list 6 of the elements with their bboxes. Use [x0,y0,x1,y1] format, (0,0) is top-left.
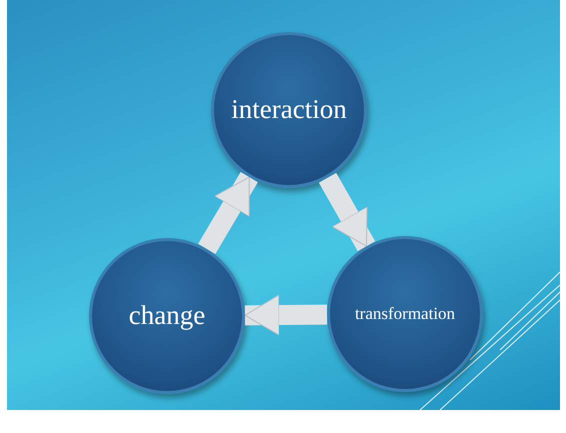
block-arrow [244,294,328,336]
node-label: transformation [354,303,456,325]
block-arrow [198,172,258,254]
node-label: change [128,299,206,332]
block-arrow [318,172,376,252]
node-label: interaction [230,93,348,126]
